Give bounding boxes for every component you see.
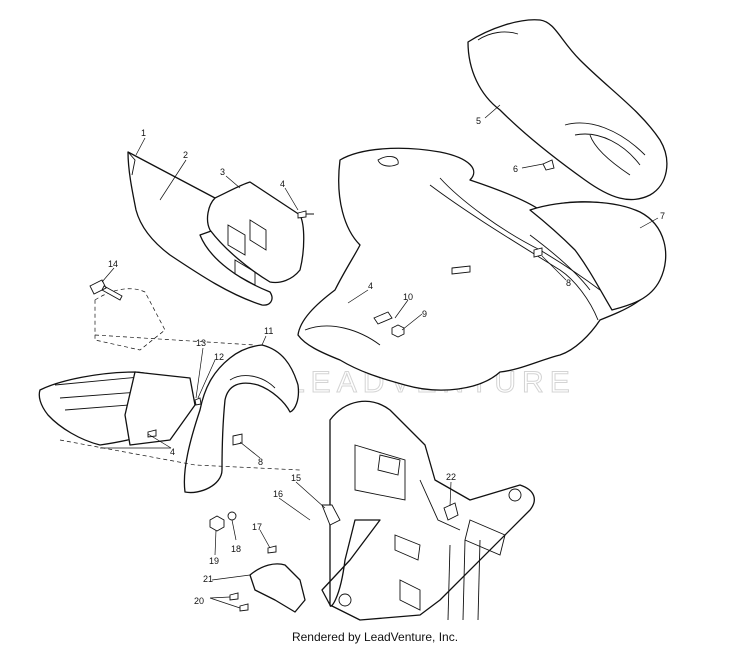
- right-fender-part-7: [529, 201, 667, 311]
- clip-part-6: [542, 159, 555, 171]
- clip-part-8-icon: [533, 247, 543, 258]
- callout-8a: 8: [566, 278, 571, 288]
- callout-15: 15: [291, 473, 301, 483]
- callout-4b: 4: [368, 281, 373, 291]
- callout-20: 20: [194, 596, 204, 606]
- callout-14: 14: [108, 259, 118, 269]
- callout-2: 2: [183, 150, 188, 160]
- nut-part-9-icon: [391, 324, 405, 338]
- side-panel-part-3: [206, 181, 305, 286]
- frame-chassis: [321, 400, 535, 621]
- nut-part-19-icon: [209, 515, 225, 532]
- callout-22: 22: [446, 472, 456, 482]
- callout-3: 3: [220, 167, 225, 177]
- rear-cover-part-5: [467, 19, 668, 201]
- callout-11: 11: [264, 326, 273, 336]
- callout-17: 17: [252, 522, 262, 532]
- callout-16: 16: [273, 489, 283, 499]
- washer-part-18-icon: [227, 511, 237, 521]
- callout-labels: 1 2 3 4 4 4 5 6 7 8 8 9 10 11 12 13 14 1…: [108, 116, 665, 606]
- grommet-part-13-icon: [194, 397, 202, 406]
- callout-10: 10: [403, 292, 413, 302]
- callout-12: 12: [214, 352, 224, 362]
- callout-9: 9: [422, 309, 427, 319]
- callout-1: 1: [141, 128, 146, 138]
- rod-part-15-icon: [321, 504, 341, 526]
- callout-4c: 4: [170, 447, 175, 457]
- callout-7: 7: [660, 211, 665, 221]
- callout-19: 19: [209, 556, 219, 566]
- callout-5: 5: [476, 116, 481, 126]
- screw-part-4-icon: [297, 210, 314, 219]
- callout-8b: 8: [258, 457, 263, 467]
- hardware-fasteners: [89, 210, 543, 612]
- screws-part-20-icon: [229, 592, 249, 612]
- bracket-part-22-icon: [443, 502, 459, 521]
- callout-18: 18: [231, 544, 241, 554]
- callout-13: 13: [196, 338, 206, 348]
- footer-credit: Rendered by LeadVenture, Inc.: [291, 630, 459, 644]
- bolt-part-14-icon: [89, 279, 123, 301]
- mud-flap-part-11: [183, 344, 300, 494]
- clip-part-10-icon: [373, 311, 393, 325]
- leader-lines: [100, 104, 659, 609]
- bracket-part-21: [249, 563, 306, 613]
- clip-part-8b-icon: [232, 433, 243, 446]
- callout-4a: 4: [280, 179, 285, 189]
- callout-21: 21: [203, 574, 213, 584]
- callout-6: 6: [513, 164, 518, 174]
- floorboard-assembly: [38, 371, 196, 446]
